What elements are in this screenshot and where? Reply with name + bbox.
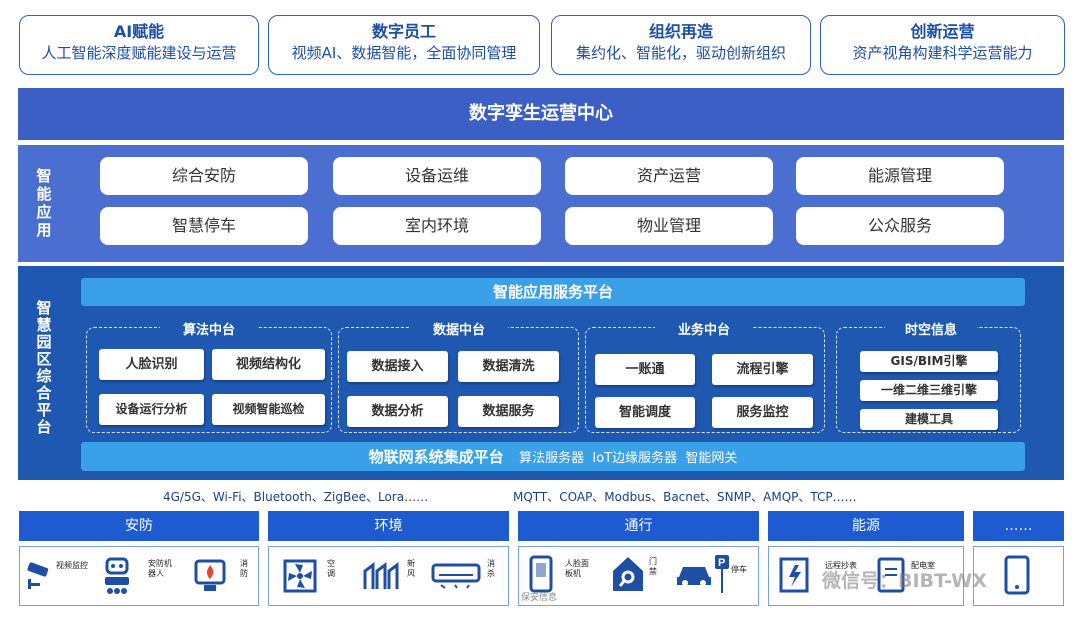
- module-data-cleaning: 数据清洗: [458, 351, 559, 382]
- device-face-panel: 人脸面板机: [565, 559, 589, 578]
- iot-platform-servers: 算法服务器 IoT边缘服务器 智能网关: [519, 451, 738, 466]
- watermark: 微信号：BIBT-WX: [822, 570, 987, 592]
- module-gis-bim-engine: GIS/BIM引擎: [860, 351, 998, 372]
- module-video-inspection: 视频智能巡检: [212, 394, 325, 425]
- digital-twin-center-banner: 数字孪生运营中心: [18, 88, 1064, 140]
- module-data-service: 数据服务: [458, 396, 559, 427]
- service-platform-bar: 智能应用服务平台: [81, 278, 1025, 306]
- app-public-service: 公众服务: [796, 207, 1004, 245]
- category-security: 安防: [19, 511, 259, 541]
- fan-icon: [283, 559, 317, 593]
- device-parking: 停车: [731, 565, 747, 574]
- app-parking: 智慧停车: [100, 207, 308, 245]
- disinfection-unit-icon: [431, 563, 481, 589]
- device-guard-info: 保安信息: [521, 593, 558, 603]
- spatiotemporal-group-title: 时空信息: [885, 319, 977, 338]
- smart-apps-label: 智能应用: [36, 167, 52, 239]
- door-access-icon: [613, 557, 643, 591]
- top-box-title: 创新运营: [910, 22, 975, 41]
- cctv-camera-icon: [27, 562, 49, 589]
- app-property: 物业管理: [565, 207, 773, 245]
- top-box-subtitle: 集约化、智能化，驱动创新组织: [575, 44, 786, 62]
- category-access: 通行: [518, 511, 759, 541]
- face-panel-icon: [529, 555, 553, 593]
- module-service-monitor: 服务监控: [712, 397, 813, 428]
- module-unified-account: 一账通: [595, 354, 695, 385]
- app-device-ops: 设备运维: [333, 157, 541, 195]
- device-video-monitor: 视频监控: [56, 561, 88, 570]
- device-remote-meter: 远程抄表: [825, 561, 857, 570]
- device-air-conditioner: 空调: [327, 559, 335, 578]
- car-icon: [677, 567, 711, 586]
- top-box-title: 数字员工: [371, 22, 436, 41]
- campus-platform-label: 智慧园区综合平台: [36, 299, 52, 436]
- app-asset-ops: 资产运营: [565, 157, 773, 195]
- smart-apps-section: 智能应用 综合安防 设备运维 资产运营 能源管理 智慧停车 室内环境 物业管理 …: [18, 145, 1064, 262]
- module-smart-dispatch: 智能调度: [595, 397, 695, 428]
- app-energy: 能源管理: [796, 157, 1004, 195]
- device-sterilization: 消杀: [487, 559, 495, 578]
- module-equipment-analysis: 设备运行分析: [99, 394, 204, 425]
- security-devices: 视频监控 安防机器人 消防: [19, 546, 259, 606]
- category-energy: 能源: [768, 511, 964, 541]
- top-box-digital-staff: 数字员工 视频AI、数据智能，全面协同管理: [268, 15, 540, 75]
- app-security: 综合安防: [100, 157, 308, 195]
- module-workflow-engine: 流程引擎: [712, 354, 813, 385]
- environment-devices: 空调 新风 消杀: [268, 546, 509, 606]
- top-box-subtitle: 人工智能深度赋能建设与运营: [41, 44, 237, 62]
- meter-reading-icon: [779, 557, 809, 593]
- module-video-structuring: 视频结构化: [212, 349, 325, 380]
- app-indoor-env: 室内环境: [333, 207, 541, 245]
- iot-protocols: MQTT、COAP、Modbus、Bacnet、SNMP、AMQP、TCP……: [513, 490, 857, 504]
- network-protocols: 4G/5G、Wi-Fi、Bluetooth、ZigBee、Lora……: [163, 490, 429, 504]
- energy-devices: 远程抄表 配电室: [768, 546, 964, 606]
- module-data-ingest: 数据接入: [347, 351, 448, 382]
- device-fresh-air: 新风: [407, 559, 415, 578]
- module-modeling-tool: 建模工具: [860, 409, 998, 430]
- category-environment: 环境: [268, 511, 509, 541]
- category-more: ……: [973, 511, 1064, 541]
- top-box-reorg: 组织再造 集约化、智能化，驱动创新组织: [551, 15, 811, 75]
- iot-platform-bar: 物联网系统集成平台 算法服务器 IoT边缘服务器 智能网关: [81, 442, 1025, 471]
- power-room-icon: [877, 557, 905, 593]
- fire-alarm-icon: [194, 559, 226, 591]
- module-123d-engine: 一维二维三维引擎: [860, 380, 998, 401]
- device-door-access: 门禁: [649, 557, 657, 576]
- device-power-room: 配电室: [911, 561, 935, 570]
- robot-icon: [105, 557, 129, 594]
- parking-sign-icon: P: [715, 555, 729, 593]
- svg-text:P: P: [718, 557, 725, 569]
- module-data-analysis: 数据分析: [347, 396, 448, 427]
- algorithm-group-title: 算法中台: [160, 319, 258, 338]
- data-group-title: 数据中台: [410, 319, 508, 338]
- device-icon: [1004, 555, 1030, 595]
- top-box-subtitle: 资产视角构建科学运营能力: [852, 44, 1033, 62]
- device-fire: 消防: [240, 559, 248, 578]
- module-face-recognition: 人脸识别: [99, 349, 204, 380]
- device-security-robot: 安防机器人: [148, 559, 172, 578]
- business-group-title: 业务中台: [655, 319, 753, 338]
- more-devices: [973, 546, 1064, 606]
- iot-platform-title: 物联网系统集成平台: [368, 448, 504, 466]
- top-box-innovation: 创新运营 资产视角构建科学运营能力: [820, 15, 1065, 75]
- top-box-title: AI赋能: [113, 22, 165, 41]
- top-box-title: 组织再造: [648, 22, 713, 41]
- top-box-ai: AI赋能 人工智能深度赋能建设与运营: [19, 15, 259, 75]
- access-devices: 人脸面板机 门禁 P 停车 保安信息: [518, 546, 759, 606]
- top-box-subtitle: 视频AI、数据智能，全面协同管理: [291, 44, 517, 62]
- fresh-air-icon: [363, 562, 399, 589]
